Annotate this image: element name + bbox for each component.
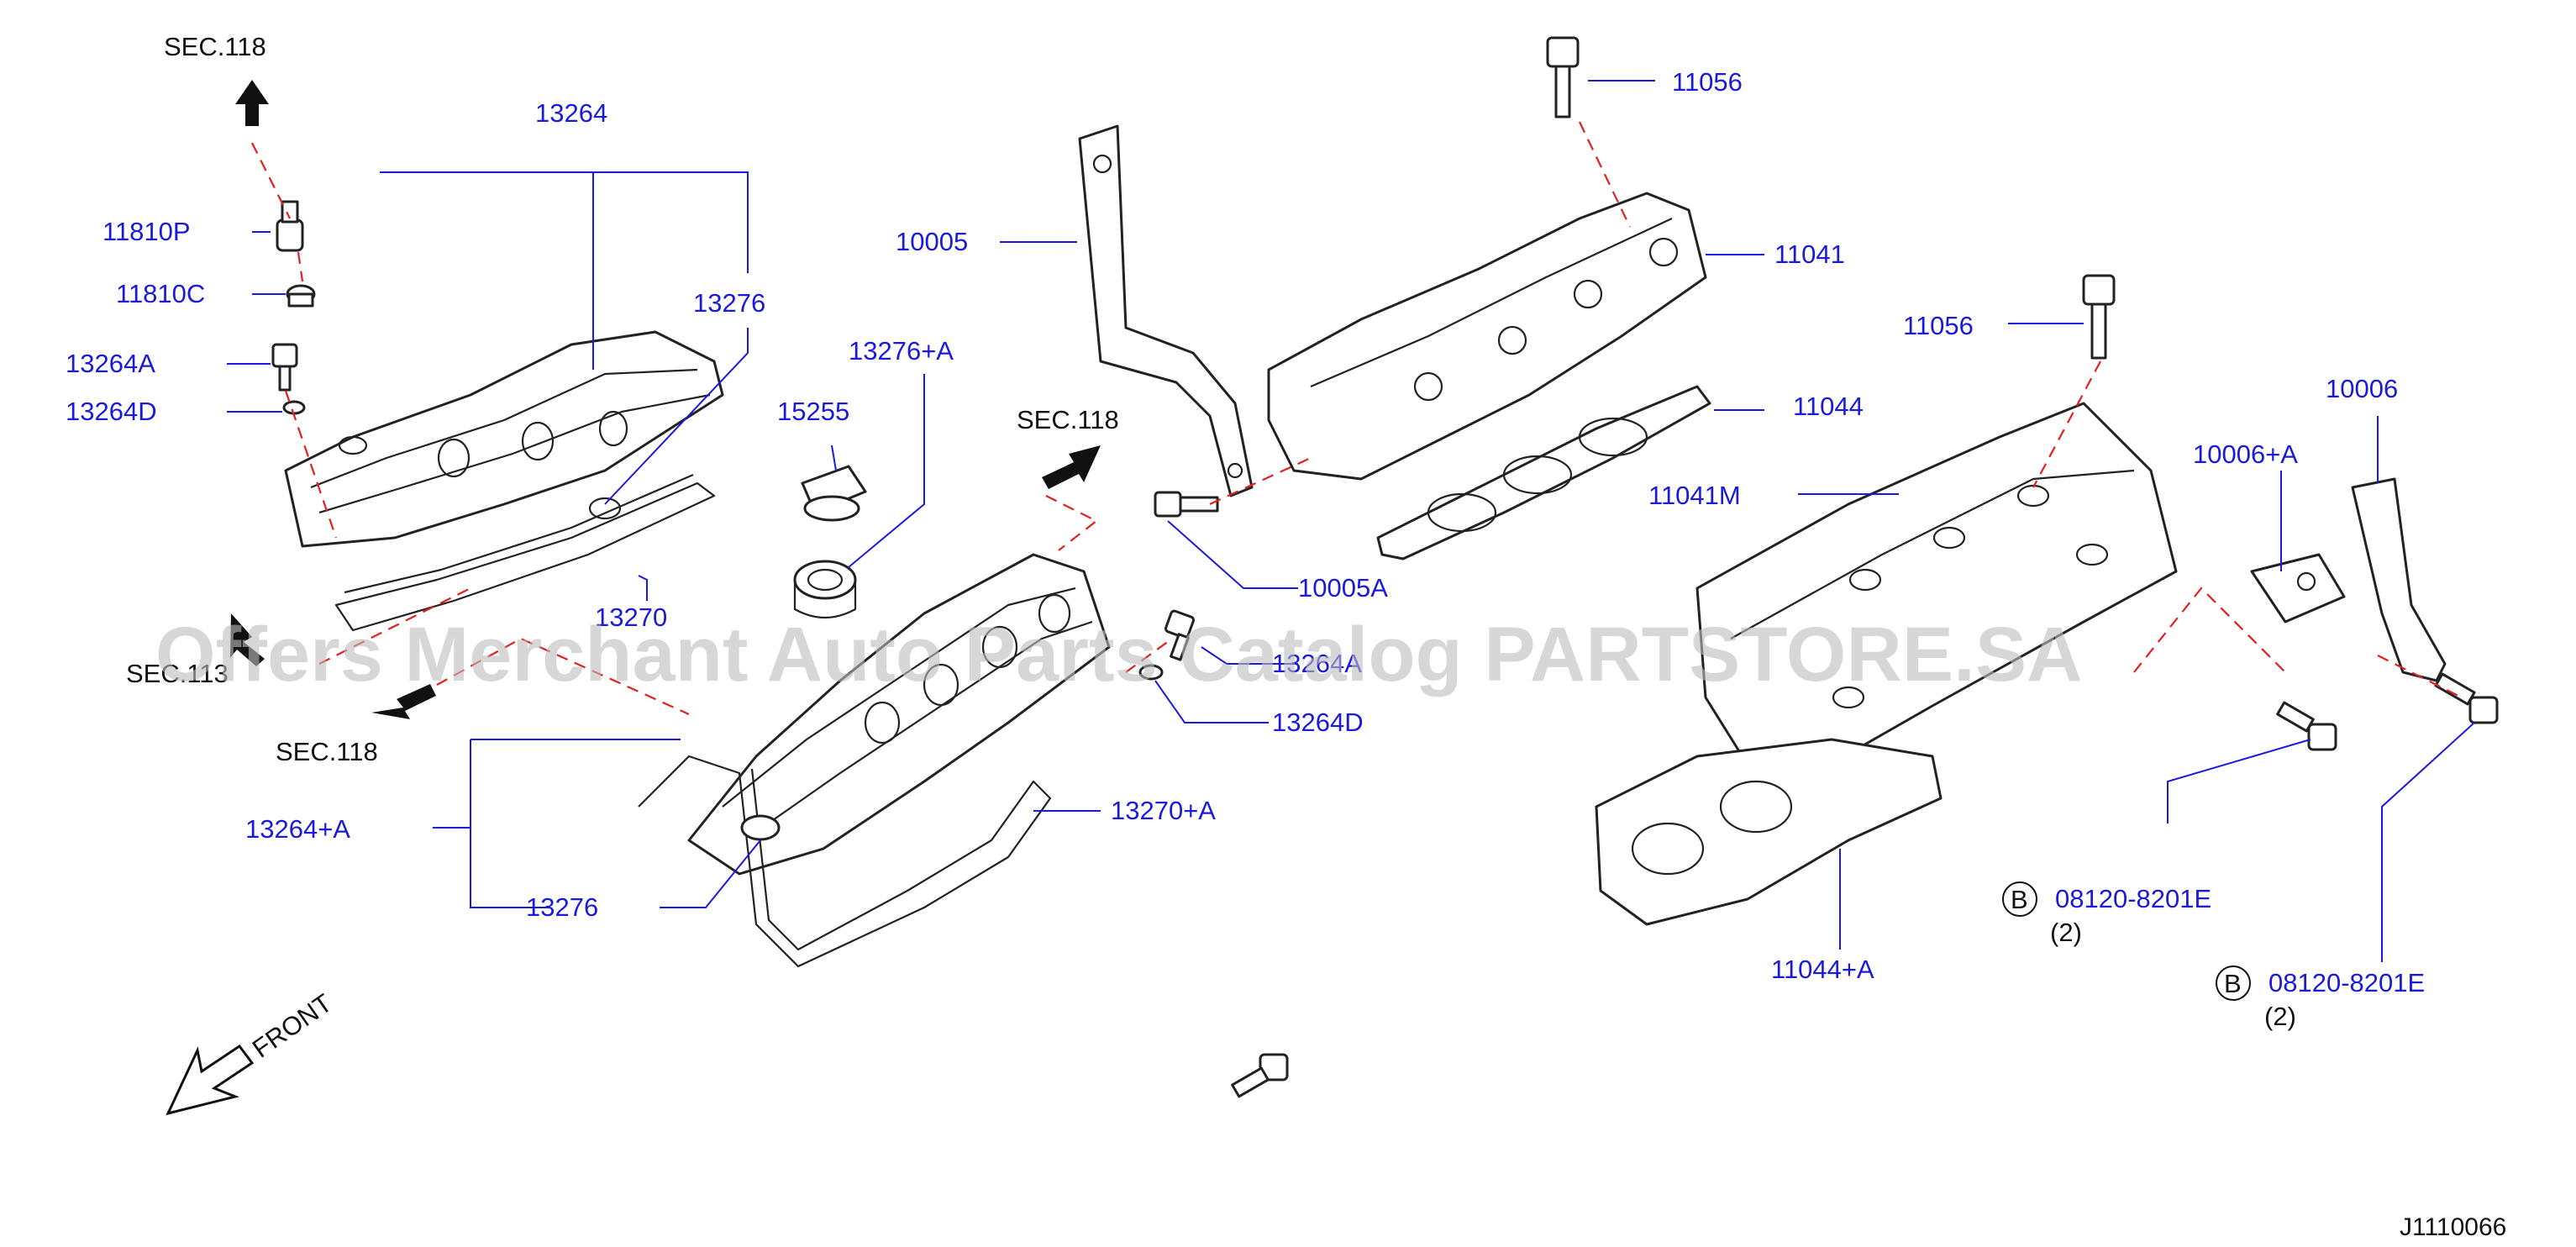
arrow-left-icon [371, 684, 436, 719]
label-11044: 11044 [1793, 392, 1864, 421]
front-arrow-icon [166, 1044, 255, 1116]
bolt-10005A [1154, 491, 1219, 518]
label-13276-top: 13276 [693, 288, 765, 318]
label-11810C: 11810C [116, 279, 205, 308]
label-10005: 10005 [896, 227, 968, 256]
label-10006: 10006 [2326, 374, 2398, 403]
label-10005A: 10005A [1298, 573, 1388, 602]
front-indicator: FRONT [166, 988, 338, 1116]
bracket-10006 [2351, 477, 2447, 682]
svg-text:(2): (2) [2264, 1002, 2296, 1031]
valve-cover-lower [687, 553, 1111, 876]
arrow-left-icon [230, 613, 265, 666]
gasket-13270 [334, 473, 716, 632]
label-13276-bottom: 13276 [526, 892, 598, 922]
label-11041M: 11041M [1648, 481, 1741, 510]
label-13276-A: 13276+A [849, 336, 954, 366]
svg-text:(2): (2) [2050, 918, 2082, 947]
svg-text:SEC.118: SEC.118 [276, 737, 378, 766]
bolt-callout-2: B 08120-8201E (2) [2216, 966, 2425, 1031]
bolt-callout-1: B 08120-8201E (2) [2002, 881, 2211, 947]
watermark: Offers Merchant Auto Parts Catalog PARTS… [155, 612, 2083, 697]
circle-b-badge [2216, 966, 2251, 1001]
cylinder-head-11041 [1267, 192, 1707, 481]
label-11056-top: 11056 [1672, 67, 1743, 97]
part-labels: 13264 11810P 11810C 13264A 13264D 13276 … [66, 67, 2398, 984]
label-13264D-mid: 13264D [1272, 708, 1364, 737]
label-10006-A: 10006+A [2193, 439, 2298, 469]
section-113[interactable]: SEC.113 [126, 613, 265, 688]
label-13264-plus-A: 13264+A [245, 814, 350, 844]
pcv-valve-11810P [276, 200, 304, 252]
section-118-left[interactable]: SEC.118 [276, 684, 436, 766]
bolt-13264A-top [271, 343, 298, 392]
label-13264A-top: 13264A [66, 349, 155, 378]
svg-text:08120-8201E: 08120-8201E [2268, 968, 2425, 997]
section-118-mid[interactable]: SEC.118 [1017, 405, 1119, 489]
label-13270-plus-A: 13270+A [1111, 796, 1216, 825]
svg-text:B: B [2224, 969, 2242, 998]
bolt-08120-8201E-1 [2276, 701, 2337, 751]
bracket-10005 [1078, 124, 1254, 497]
svg-text:FRONT: FRONT [247, 988, 338, 1064]
bolt-11056-top [1546, 36, 1580, 118]
label-13264A-mid: 13264A [1272, 649, 1362, 678]
bolt-08120-8201E-2 [2434, 672, 2499, 724]
washer-13264D-mid [1138, 664, 1164, 681]
svg-text:SEC.118: SEC.118 [164, 32, 266, 61]
bracket-10006-A [2250, 553, 2346, 624]
head-gasket-11044 [1376, 385, 1711, 560]
label-13270: 13270 [595, 602, 667, 632]
label-13264: 13264 [535, 98, 607, 128]
label-11041: 11041 [1774, 239, 1845, 269]
circle-b-badge [2002, 881, 2037, 917]
label-11810P: 11810P [103, 217, 191, 246]
arrow-right-icon [1042, 445, 1101, 489]
oil-cap-15255 [801, 465, 867, 522]
cylinder-head-11041M [1695, 402, 2178, 775]
arrow-up-icon [235, 80, 269, 126]
gasket-13270-A [638, 755, 1052, 968]
svg-text:B: B [2011, 885, 2028, 914]
label-11044-A: 11044+A [1771, 955, 1874, 984]
svg-text:SEC.113: SEC.113 [126, 659, 229, 688]
svg-text:SEC.118: SEC.118 [1017, 405, 1119, 434]
label-15255: 15255 [777, 397, 849, 426]
washer-13264D-top [282, 400, 306, 415]
seal-13276-bottom [740, 814, 781, 841]
grommet-11810C [286, 284, 316, 308]
head-gasket-11044-A [1595, 738, 1943, 926]
diagram-id: J1110066 [2400, 1213, 2506, 1241]
bolt-11056-right [2082, 274, 2116, 360]
label-11056-right: 11056 [1903, 311, 1974, 340]
guide-lines [251, 121, 2463, 716]
loose-bolt [1231, 1053, 1289, 1098]
section-118-top[interactable]: SEC.118 [164, 32, 269, 126]
label-13264D-top: 13264D [66, 397, 157, 426]
valve-cover-upper [284, 330, 724, 548]
bolt-13264A-mid [1164, 609, 1195, 661]
leader-lines [227, 80, 2475, 962]
seal-13276-A [793, 560, 857, 618]
svg-text:08120-8201E: 08120-8201E [2055, 884, 2211, 913]
